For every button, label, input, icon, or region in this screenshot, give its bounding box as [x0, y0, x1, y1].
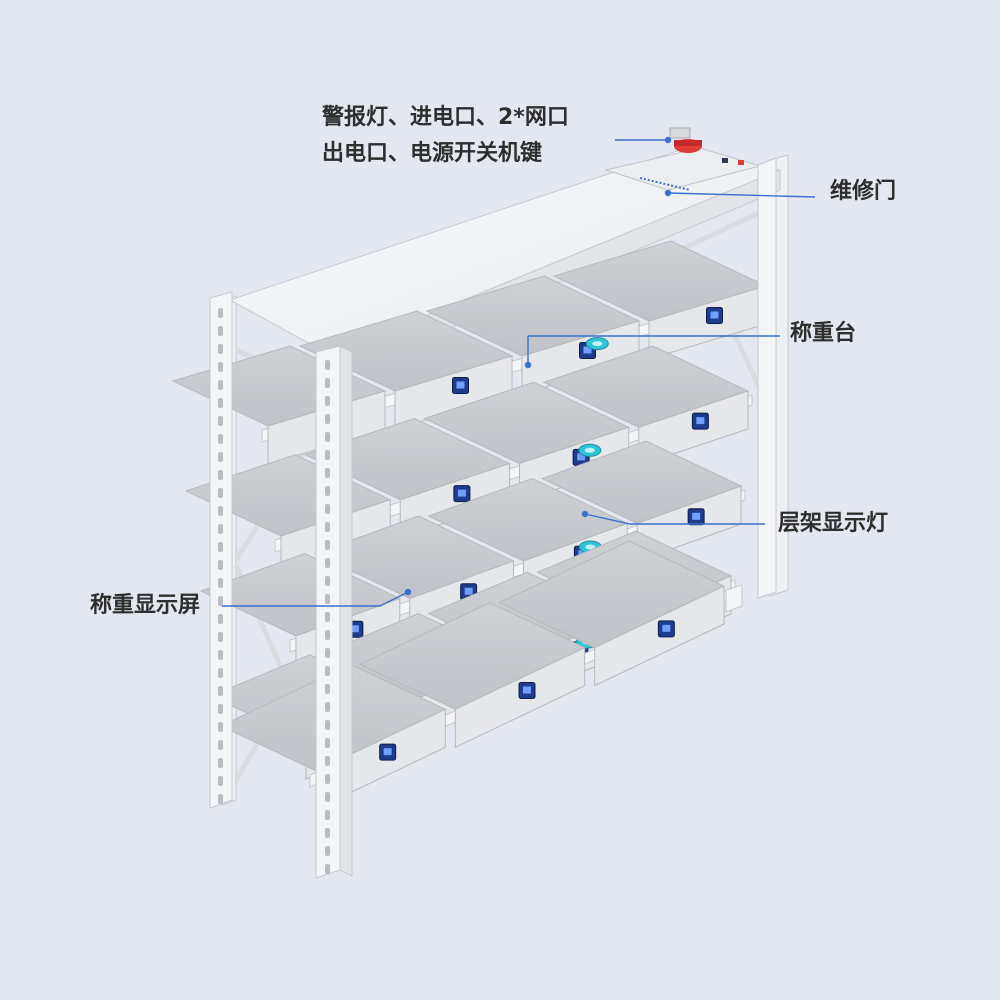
weight-screen-icon	[687, 508, 705, 526]
weight-display-label: 称重显示屏	[90, 593, 201, 618]
maintenance-door-label: 维修门	[830, 179, 897, 204]
leader-lines	[222, 136, 816, 607]
weighing-tray	[359, 602, 586, 749]
shelf-light-icon	[578, 443, 602, 457]
shelf-light-icon	[585, 337, 609, 351]
shelf-light-label: 层架显示灯	[778, 511, 889, 536]
front-right-upright	[725, 157, 777, 613]
weighing-tray	[552, 240, 768, 360]
alarm-ports-label: 警报灯、进电口、2*网口 出电口、电源开关机键	[322, 100, 569, 172]
weight-screen-icon	[379, 743, 397, 761]
weight-screen-icon	[706, 307, 723, 324]
weight-screen-icon	[657, 620, 675, 638]
shelf-levels	[171, 240, 771, 810]
alarm-ports-label-line1: 警报灯、进电口、2*网口	[322, 105, 569, 130]
weight-screen-icon	[518, 682, 536, 699]
shelf-level	[171, 240, 771, 465]
weighing-tray	[542, 345, 750, 466]
weight-screen-icon	[452, 377, 469, 394]
weighing-tray	[498, 540, 726, 687]
weight-screen-icon	[691, 412, 709, 430]
alarm-ports-label-line2: 出电口、电源开关机键	[322, 141, 543, 166]
weighing-platform-label: 称重台	[790, 321, 857, 346]
alarm-light-icon	[669, 127, 702, 153]
shelf-level	[219, 540, 729, 810]
weight-screen-icon	[453, 485, 471, 503]
